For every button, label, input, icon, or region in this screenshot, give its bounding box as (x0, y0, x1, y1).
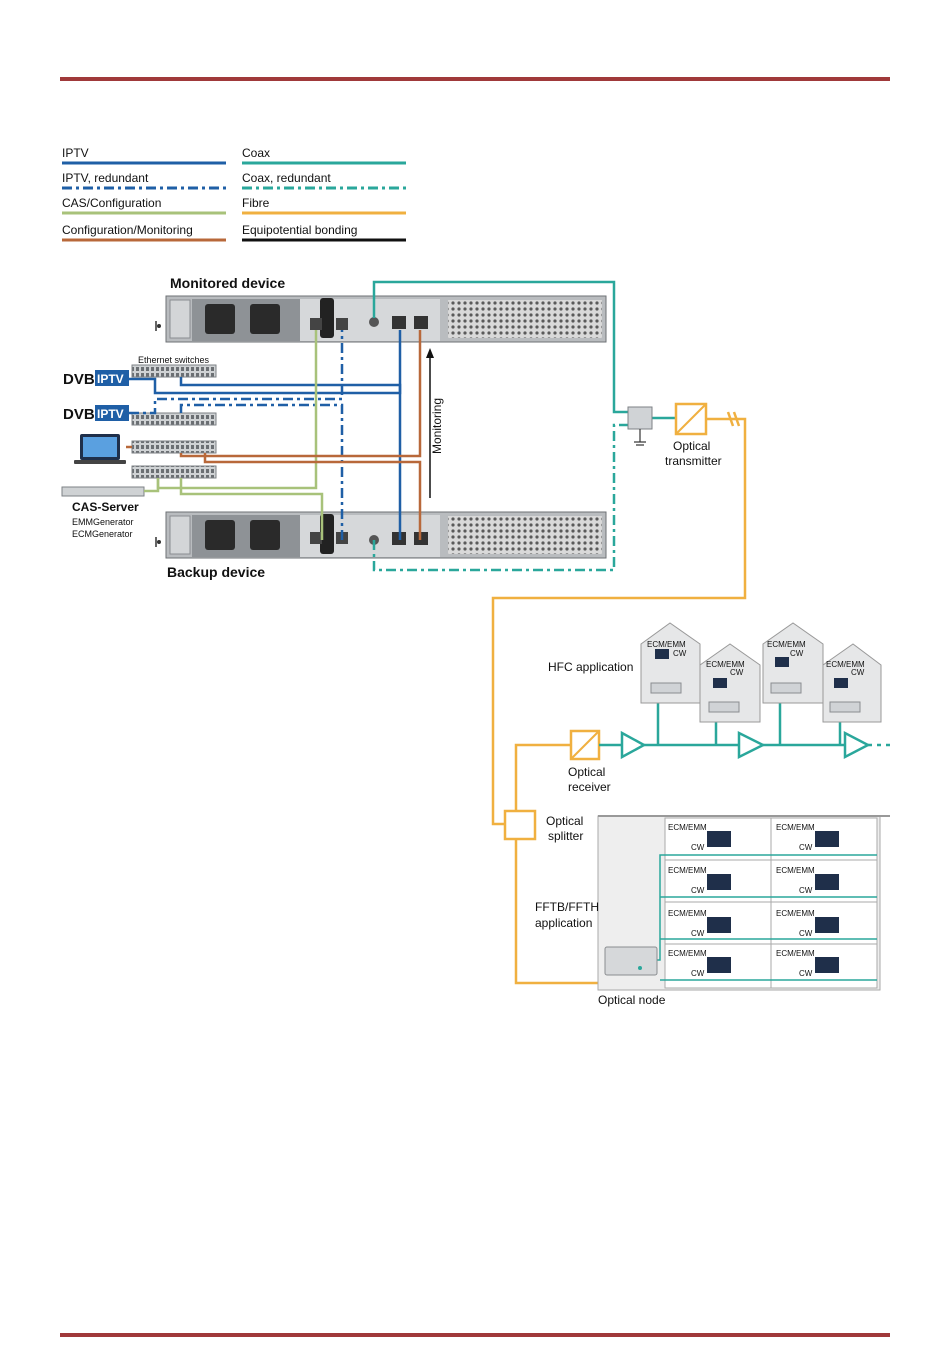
ethernet-switch (131, 465, 217, 479)
svg-text:ECM/EMM: ECM/EMM (706, 660, 745, 669)
fibre-cables (491, 411, 747, 985)
house: ECM/EMM CW (640, 622, 701, 704)
optical-splitter-label-1: Optical (546, 814, 583, 828)
coax-cables (372, 280, 676, 572)
legend-coax-redundant-label: Coax, redundant (242, 171, 331, 185)
ethernet-switch (131, 440, 217, 454)
svg-text:ECM/EMM: ECM/EMM (776, 949, 815, 958)
optical-receiver-label-1: Optical (568, 765, 605, 779)
laptop-icon (74, 434, 126, 464)
svg-text:ECM/EMM: ECM/EMM (776, 866, 815, 875)
amplifier-icon (843, 730, 871, 760)
backup-device (155, 511, 607, 559)
cas-server-label: CAS-Server (72, 500, 139, 514)
dvb-iptv-logo: DVB IPTV (63, 405, 129, 423)
svg-text:CW: CW (799, 969, 813, 978)
monitored-device-label: Monitored device (170, 275, 285, 291)
ethernet-switches-label: Ethernet switches (138, 355, 210, 365)
apartment: ECM/EMM CW (776, 866, 839, 895)
dvb-iptv-logo: DVB IPTV (63, 370, 129, 388)
ventilation-grid (448, 516, 602, 554)
power-socket-icon (205, 520, 235, 550)
top-rule (60, 77, 890, 81)
svg-text:CW: CW (851, 668, 865, 677)
svg-text:ECM/EMM: ECM/EMM (668, 866, 707, 875)
svg-text:ECM/EMM: ECM/EMM (668, 823, 707, 832)
optical-receiver-label-2: receiver (568, 780, 611, 794)
monitored-device (155, 295, 607, 343)
svg-text:IPTV: IPTV (97, 407, 124, 421)
config-cables (126, 330, 422, 540)
ethernet-switch (131, 412, 217, 426)
power-socket-icon (250, 520, 280, 550)
svg-text:CW: CW (691, 969, 705, 978)
amplifier-icon (620, 730, 647, 760)
apartment: ECM/EMM CW (668, 823, 731, 852)
svg-text:ECM/EMM: ECM/EMM (668, 909, 707, 918)
svg-text:CW: CW (691, 843, 705, 852)
optical-node-icon (604, 946, 658, 976)
svg-text:ECM/EMM: ECM/EMM (776, 909, 815, 918)
ventilation-grid (448, 300, 602, 338)
house: ECM/EMM CW (762, 622, 824, 704)
legend: IPTV IPTV, redundant CAS/Configuration C… (62, 146, 406, 242)
bottom-rule (60, 1333, 890, 1337)
apartment: ECM/EMM CW (776, 823, 839, 852)
coax-splitter-icon (627, 406, 653, 446)
svg-text:DVB: DVB (63, 406, 95, 423)
apartment: ECM/EMM CW (776, 909, 839, 938)
cas-server-icon (61, 486, 145, 497)
ecm-generator-label: ECMGenerator (72, 529, 133, 539)
svg-text:CW: CW (790, 649, 804, 658)
optical-splitter-label-2: splitter (548, 829, 583, 843)
svg-text:ECM/EMM: ECM/EMM (767, 640, 806, 649)
svg-text:CW: CW (673, 649, 687, 658)
monitoring-arrow (426, 348, 434, 498)
svg-text:ECM/EMM: ECM/EMM (826, 660, 865, 669)
svg-text:CW: CW (691, 929, 705, 938)
legend-coax-label: Coax (242, 146, 270, 160)
legend-fibre-label: Fibre (242, 196, 270, 210)
optical-transmitter-label-2: transmitter (665, 454, 722, 468)
svg-text:ECM/EMM: ECM/EMM (668, 949, 707, 958)
svg-text:CW: CW (691, 886, 705, 895)
svg-text:IPTV: IPTV (97, 372, 124, 386)
legend-iptv-redundant-label: IPTV, redundant (62, 171, 149, 185)
optical-node-label: Optical node (598, 993, 666, 1007)
apartment: ECM/EMM CW (668, 949, 731, 978)
monitoring-label: Monitoring (430, 398, 444, 454)
svg-text:ECM/EMM: ECM/EMM (647, 640, 686, 649)
cas-cables (144, 330, 324, 540)
ethernet-switch (131, 364, 217, 378)
legend-iptv-label: IPTV (62, 146, 89, 160)
backup-device-label: Backup device (167, 564, 265, 580)
svg-text:CW: CW (799, 929, 813, 938)
optical-receiver-icon (569, 729, 601, 761)
optical-transmitter-icon (674, 402, 708, 436)
legend-config-label: Configuration/Monitoring (62, 223, 193, 237)
svg-text:CW: CW (799, 886, 813, 895)
amplifier-icon (737, 730, 766, 760)
power-socket-icon (205, 304, 235, 334)
hfc-application-label: HFC application (548, 660, 633, 674)
house: ECM/EMM CW (822, 643, 882, 723)
house: ECM/EMM CW (699, 643, 761, 723)
legend-bonding-label: Equipotential bonding (242, 223, 357, 237)
svg-text:ECM/EMM: ECM/EMM (776, 823, 815, 832)
legend-cas-label: CAS/Configuration (62, 196, 161, 210)
optical-splitter-icon (503, 809, 537, 841)
optical-transmitter-label-1: Optical (673, 439, 710, 453)
apartment: ECM/EMM CW (776, 949, 839, 978)
svg-text:DVB: DVB (63, 371, 95, 388)
power-socket-icon (250, 304, 280, 334)
svg-text:CW: CW (730, 668, 744, 677)
apartment: ECM/EMM CW (668, 866, 731, 895)
fftb-application-label-1: FFTB/FFTH (535, 900, 599, 914)
apartment: ECM/EMM CW (668, 909, 731, 938)
emm-generator-label: EMMGenerator (72, 517, 134, 527)
svg-text:CW: CW (799, 843, 813, 852)
fftb-application-label-2: application (535, 916, 592, 930)
